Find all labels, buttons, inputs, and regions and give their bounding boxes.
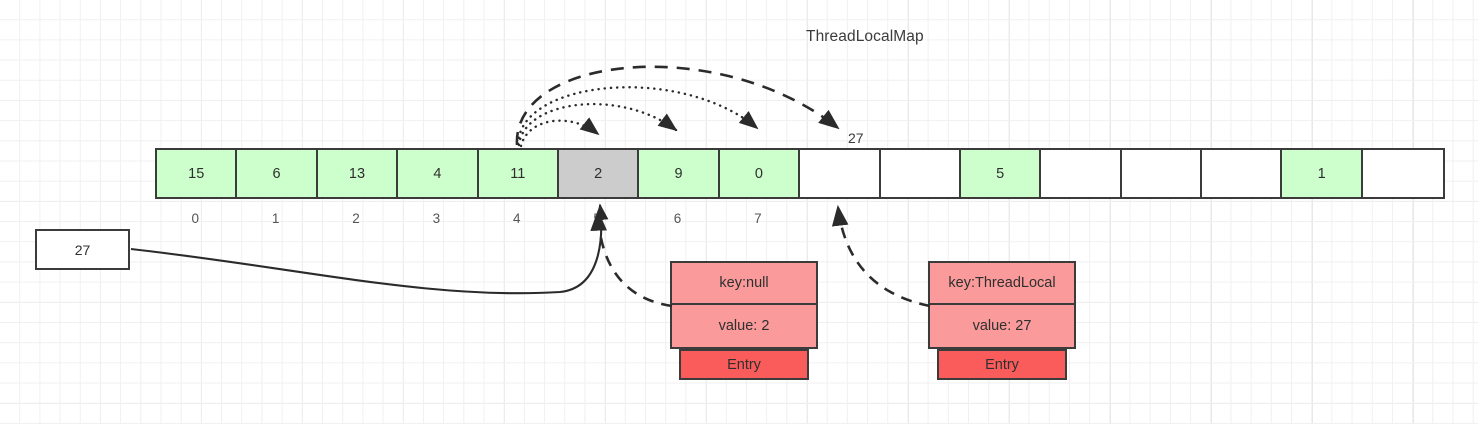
array-cell-10[interactable]: 5 (960, 150, 1042, 197)
array-cell-11[interactable] (1041, 150, 1122, 197)
array-cell-14[interactable]: 1 (1282, 150, 1363, 197)
pointer-label-27: 27 (848, 130, 864, 146)
array-cell-5[interactable]: 2 (558, 150, 640, 197)
array-cell-9[interactable] (880, 150, 961, 197)
probe-arc-4-to-7 (516, 86, 759, 146)
array-cell-6[interactable]: 9 (639, 150, 720, 197)
entry-value-field: value: 27 (928, 305, 1076, 349)
array-cell-0[interactable]: 15 (157, 150, 238, 197)
entry-type-tag: Entry (679, 349, 809, 380)
array-cell-13[interactable] (1202, 150, 1283, 197)
entry-key-field: key:ThreadLocal (928, 261, 1076, 305)
array-cell-1[interactable]: 6 (237, 150, 318, 197)
array-cell-4[interactable]: 11 (478, 150, 559, 197)
entry-block-threadlocal: key:ThreadLocal value: 27 Entry (928, 261, 1076, 380)
array-cell-2[interactable]: 13 (317, 150, 399, 197)
entry-key-field: key:null (670, 261, 818, 305)
array-index-5: 5 (593, 211, 601, 226)
entry-block-null: key:null value: 2 Entry (670, 261, 818, 380)
array-cell-8[interactable] (800, 150, 881, 197)
page-title: ThreadLocalMap (806, 28, 924, 45)
array-index-7: 7 (754, 211, 762, 226)
array-index-0: 0 (191, 211, 199, 226)
array-cell-15[interactable] (1362, 150, 1444, 197)
array-index-6: 6 (673, 211, 682, 226)
entry-type-tag: Entry (937, 349, 1067, 380)
link-entry-threadlocal-to-bucket8 (831, 204, 931, 308)
variable-box-27[interactable]: 27 (35, 229, 130, 270)
link-entry-null-to-bucket5 (590, 209, 673, 308)
array-cell-3[interactable]: 4 (398, 150, 479, 197)
array-index-3: 3 (432, 211, 441, 226)
array-index-1: 1 (271, 211, 280, 226)
entry-value-field: value: 2 (670, 305, 818, 349)
probe-arc-4-to-5 (519, 117, 600, 148)
insert-arc-4-to-8 (515, 65, 840, 146)
array-cell-12[interactable] (1121, 150, 1203, 197)
array-index-2: 2 (352, 211, 360, 226)
probe-arc-4-to-6 (517, 102, 678, 147)
array-index-labels: 0 1 2 3 4 5 6 7 (155, 211, 798, 226)
threadlocalmap-array: 15 6 13 4 11 2 9 0 5 1 (155, 148, 1446, 199)
array-cell-7[interactable]: 0 (719, 150, 801, 197)
array-index-4: 4 (513, 211, 521, 226)
